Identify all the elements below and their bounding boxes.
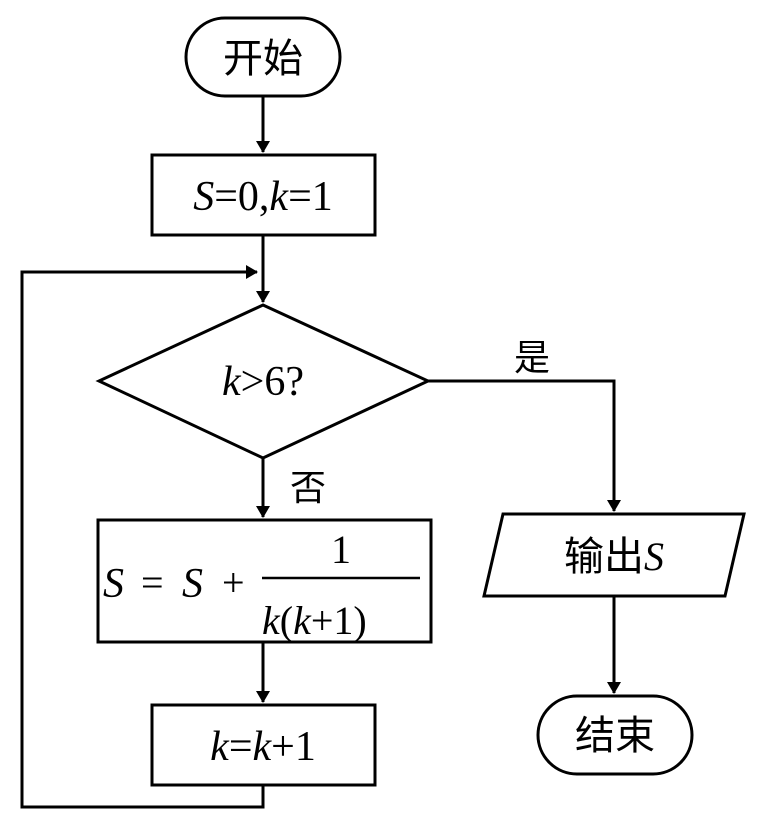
output-text: 输出S xyxy=(564,534,664,579)
end-terminal xyxy=(536,694,694,776)
update-s-formula: S = S + 1 k(k+1) xyxy=(103,527,420,643)
loop-back-line xyxy=(20,265,265,809)
end-label: 结束 xyxy=(575,713,655,758)
start-label: 开始 xyxy=(223,36,303,81)
no-label: 否 xyxy=(290,468,326,508)
svg-text:1: 1 xyxy=(331,527,351,572)
increment-box xyxy=(150,703,377,787)
svg-text:S: S xyxy=(103,561,124,607)
svg-text:k(k+1): k(k+1) xyxy=(262,598,367,643)
svg-text:=: = xyxy=(141,560,164,605)
arrow-decision-to-output xyxy=(428,379,621,512)
init-box xyxy=(150,153,377,237)
decision-text: k>6? xyxy=(222,359,304,405)
init-text: S=0,k=1 xyxy=(193,174,333,220)
increment-text: k=k+1 xyxy=(210,724,316,770)
output-parallelogram xyxy=(482,512,746,598)
yes-label: 是 xyxy=(514,338,550,378)
svg-text:S: S xyxy=(182,561,203,607)
svg-text:+: + xyxy=(222,560,245,605)
